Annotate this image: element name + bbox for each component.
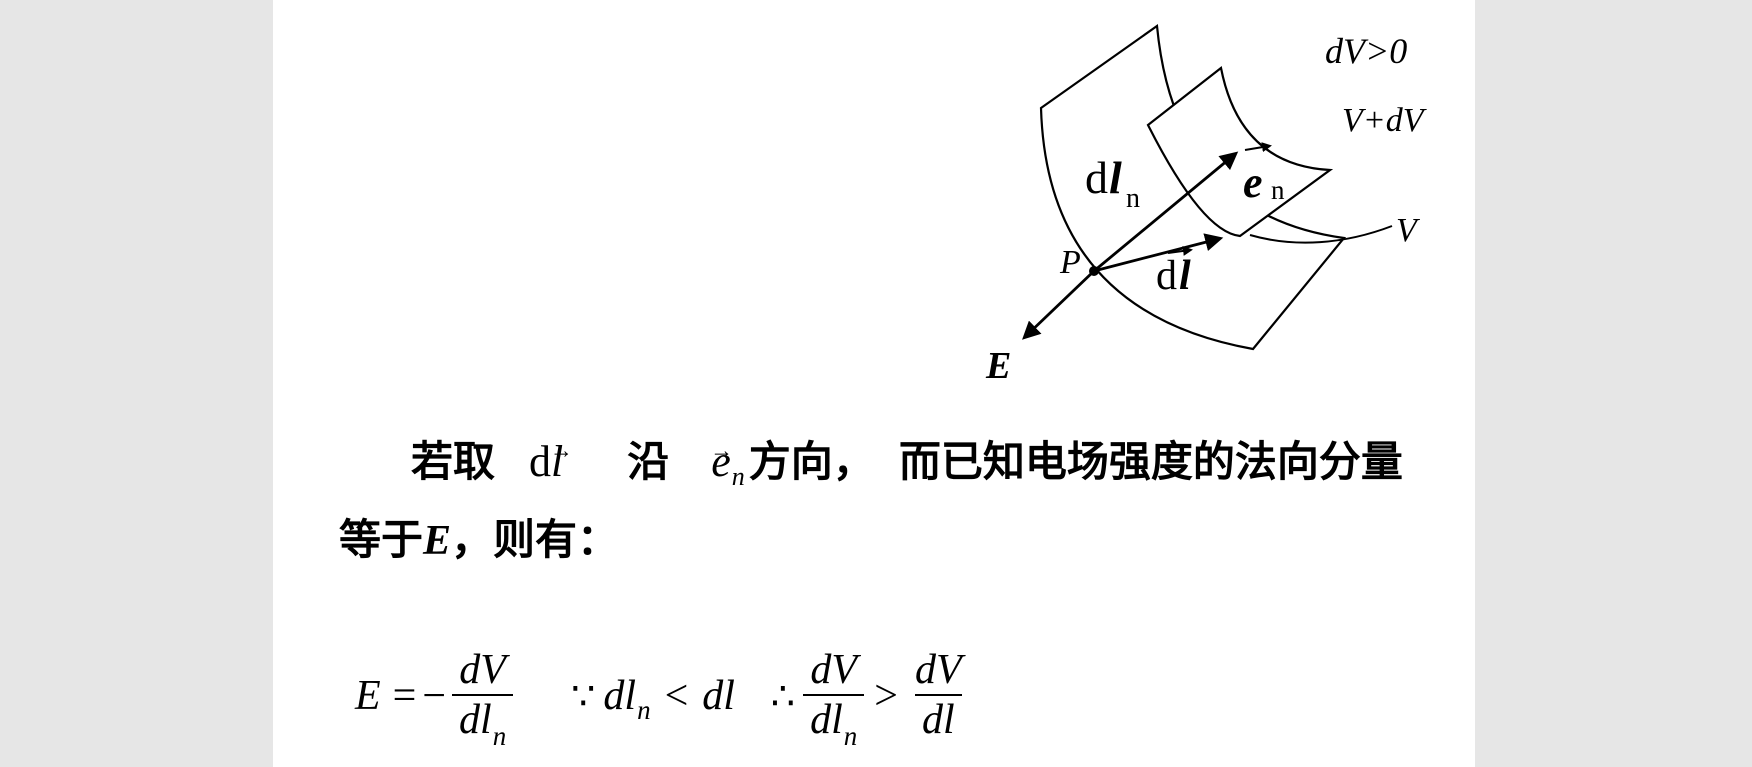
formula-lhs-e: E [355, 673, 381, 719]
label-dln-sub: n [1126, 183, 1140, 214]
label-dl-d: d [1156, 253, 1177, 299]
equals-sign: = [392, 673, 417, 719]
fraction-dv-dln-2: dV dln [803, 647, 865, 750]
ineq-lhs-sub-n: n [637, 694, 651, 725]
dl-d: d [529, 437, 552, 486]
fraction-numerator: dV [810, 647, 858, 694]
label-dln-l: l [1109, 152, 1122, 203]
inline-math-e: E [423, 518, 452, 564]
e-n-vector-hat-icon [1244, 142, 1272, 153]
text-zeyou: ，则有： [451, 516, 620, 563]
paragraph-line-1: 若取 d→l 沿 →en 方向， 而已知电场强度的法向分量 [411, 437, 1403, 493]
potential-surfaces-diagram: dV>0 V+dV V d l n e n d l P E [985, 24, 1428, 387]
fraction-dv-dl: dV dl [908, 647, 969, 741]
text-ruo-qu: 若取 [411, 438, 496, 485]
den-sub-n: n [843, 721, 858, 751]
en-sub: n [731, 462, 745, 492]
label-v-plus-dv: V+dV [1342, 102, 1428, 139]
fraction-denominator: dln [803, 694, 865, 750]
label-v: V [1396, 212, 1421, 249]
label-dv-positive: dV>0 [1325, 31, 1407, 71]
inline-math-dl-vector: d→l [529, 437, 573, 487]
normal-direction-arrow [1093, 151, 1239, 273]
text-dengyu: 等于 [339, 516, 424, 563]
dl-displacement-arrow [1093, 233, 1224, 273]
equipotential-surface-v-plus-dv [1146, 66, 1334, 238]
ineq-lhs-dl: dl [603, 673, 637, 719]
den-dl: dl [810, 697, 843, 743]
label-point-p: P [1059, 244, 1081, 281]
dl-l: l [551, 437, 564, 486]
den-dl: dl [459, 697, 492, 743]
label-e-field: E [985, 345, 1011, 387]
therefore-symbol: ∴ [770, 675, 796, 718]
v-label-leader-line [1249, 225, 1393, 244]
label-en-sub: n [1271, 175, 1285, 205]
fraction-numerator: dV [914, 647, 962, 694]
greater-than-sign: > [874, 673, 898, 719]
den-sub-n: n [492, 721, 507, 751]
slide: dV>0 V+dV V d l n e n d l P E 若取 d→l 沿 →… [273, 0, 1475, 767]
fraction-dv-dln: dV dln [452, 647, 514, 750]
fraction-denominator: dln [452, 694, 514, 750]
text-fangxiang: 方向， [748, 438, 875, 485]
formula-block: E = − dV dln ∵ dl n < dl ∴ dV dln > dV d… [355, 635, 969, 757]
fraction-numerator: dV [459, 647, 506, 694]
point-p-dot [1089, 266, 1099, 276]
paragraph-line-2: 等于 E ，则有： [339, 515, 619, 566]
fraction-denominator: dl [914, 694, 962, 741]
label-dln-d: d [1085, 152, 1108, 203]
e-field-arrow [1022, 269, 1095, 340]
ineq-rhs-dl: dl [702, 673, 735, 719]
label-en-e: e [1243, 158, 1263, 207]
label-dl-l: l [1179, 253, 1191, 299]
minus-sign: − [422, 673, 447, 719]
text-yan: 沿 [627, 438, 670, 485]
vector-arrow-icon: → [550, 437, 573, 463]
en-e: e [711, 437, 731, 486]
inline-math-en-vector: →en [710, 437, 745, 493]
dl-vector-hat-icon [1167, 245, 1193, 256]
text-known-normal-component: 而已知电场强度的法向分量 [898, 438, 1403, 485]
less-than-sign: < [664, 673, 689, 719]
because-symbol: ∵ [571, 675, 596, 718]
vector-arrow-icon: → [710, 437, 734, 463]
